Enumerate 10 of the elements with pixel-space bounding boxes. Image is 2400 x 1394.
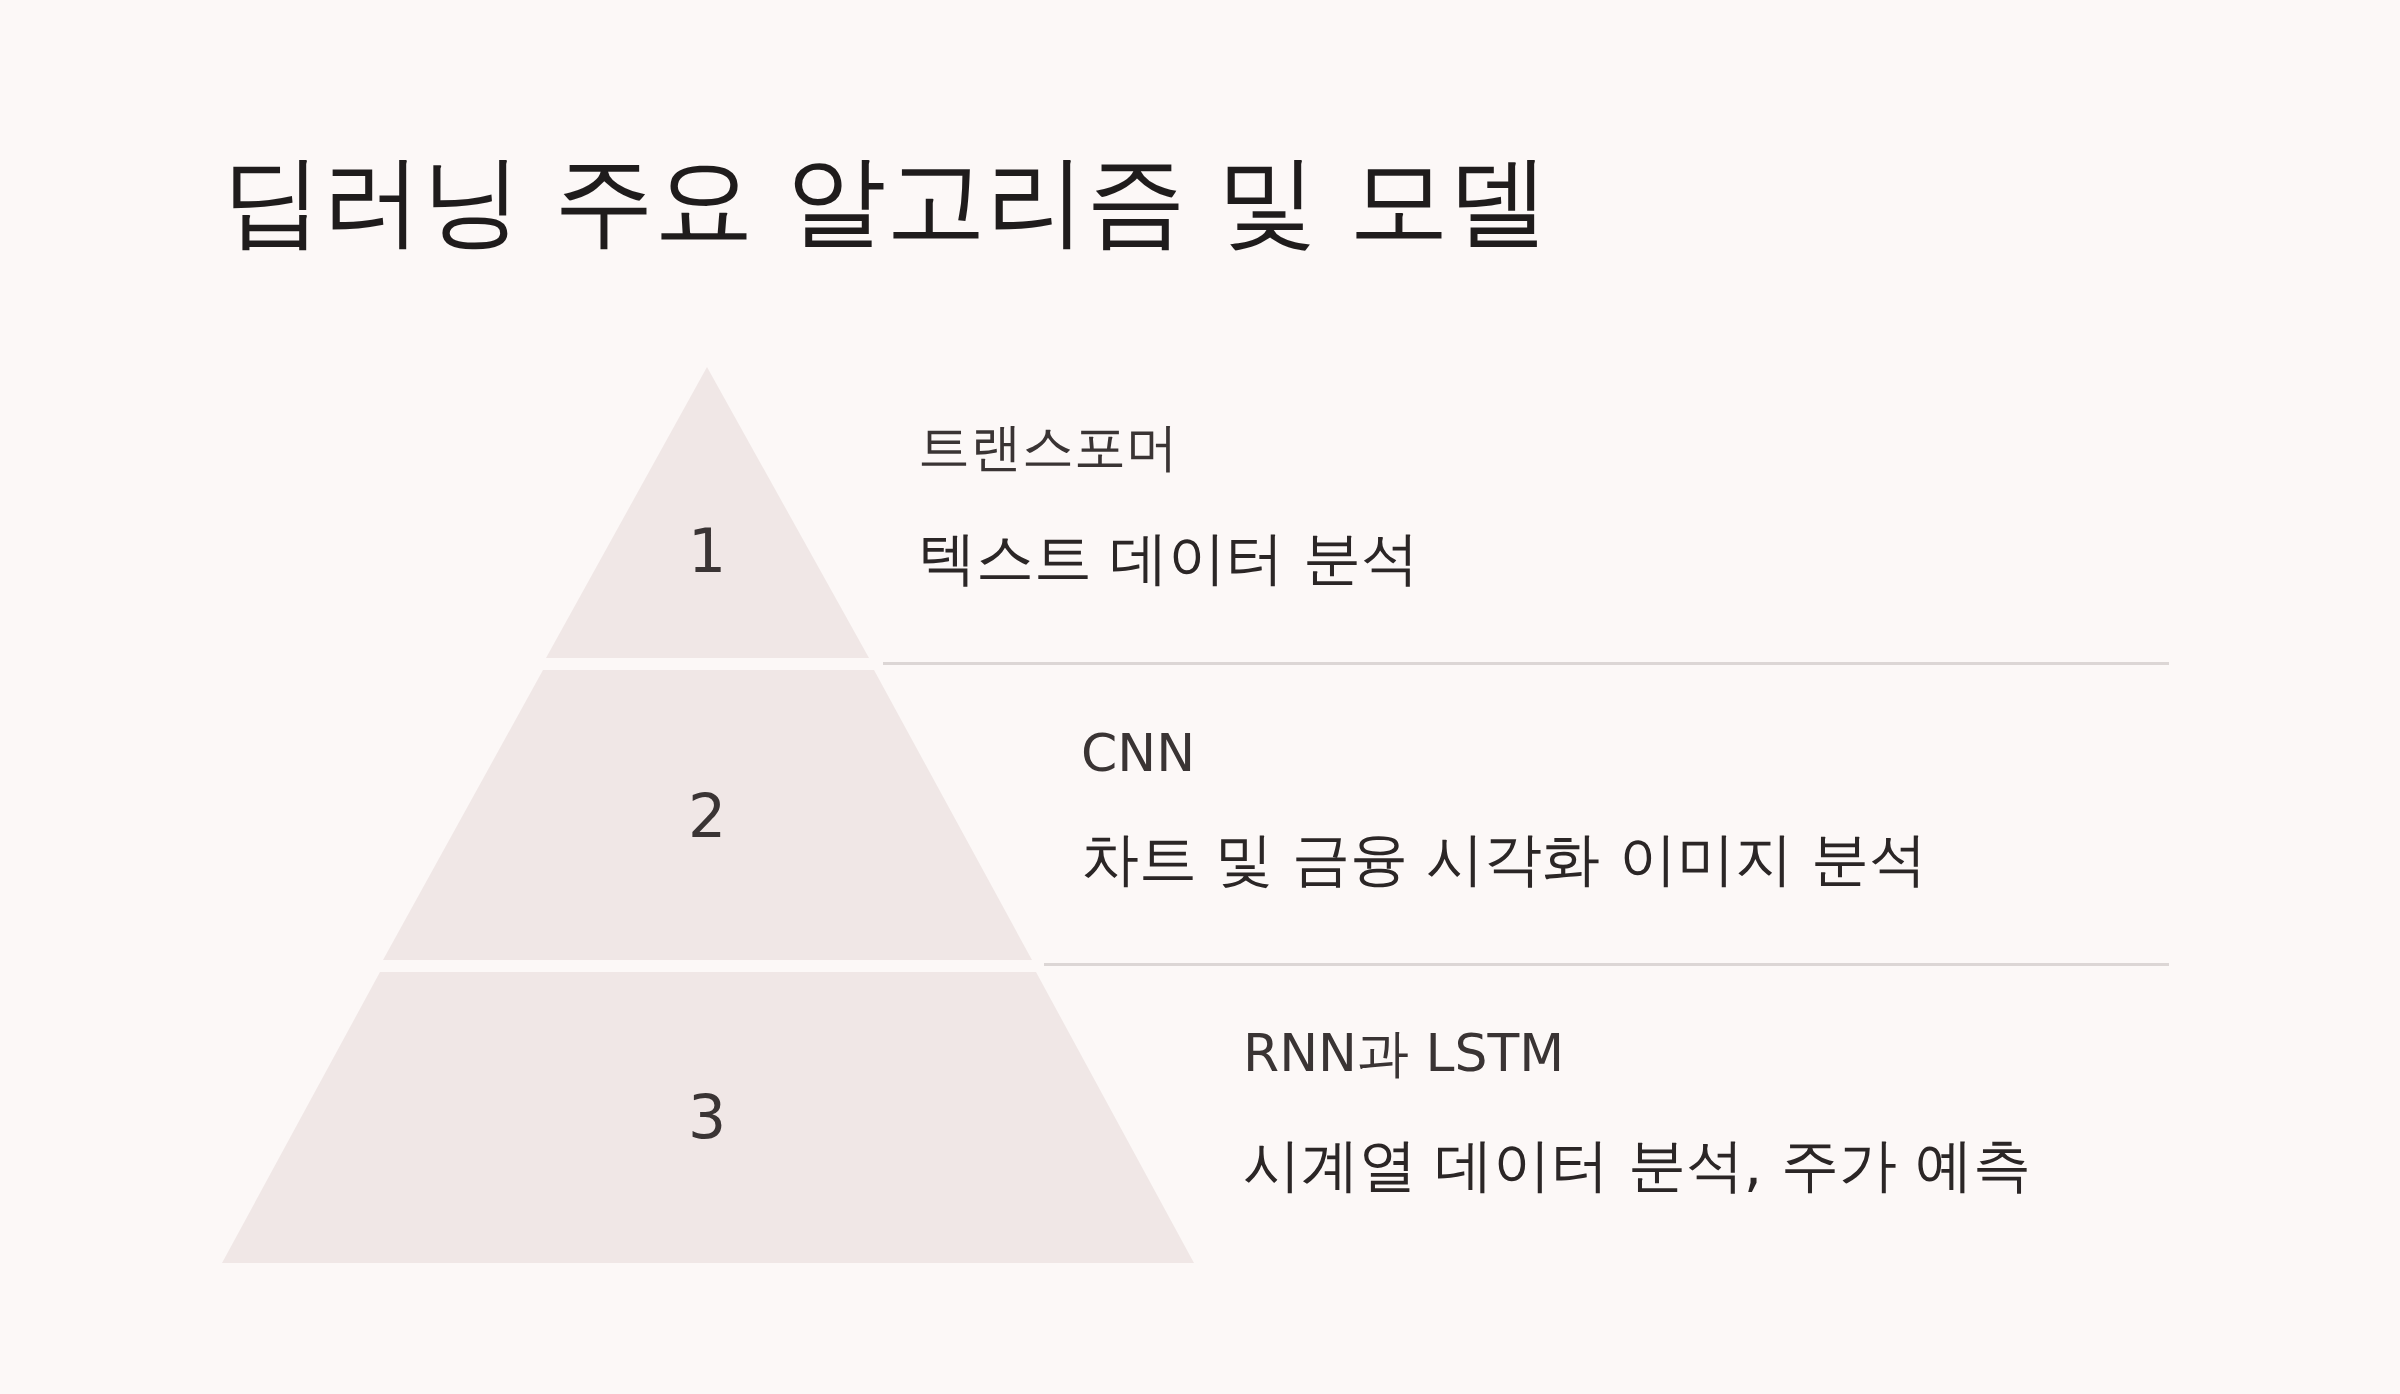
model-description: 차트 및 금융 시각화 이미지 분석 — [1081, 824, 1928, 895]
model-description: 텍스트 데이터 분석 — [918, 523, 1419, 594]
model-name: CNN — [1081, 723, 1196, 783]
title: 딥러닝 주요 알고리즘 및 모델 — [222, 141, 1550, 261]
model-name: RNN과 LSTM — [1243, 1022, 1565, 1085]
model-description: 시계열 데이터 분석, 주가 예측 — [1243, 1130, 2032, 1201]
tier-number: 3 — [687, 1082, 727, 1152]
tier-number: 2 — [687, 781, 727, 851]
model-name: 트랜스포머 — [918, 416, 1178, 479]
tier-number: 1 — [687, 516, 727, 586]
